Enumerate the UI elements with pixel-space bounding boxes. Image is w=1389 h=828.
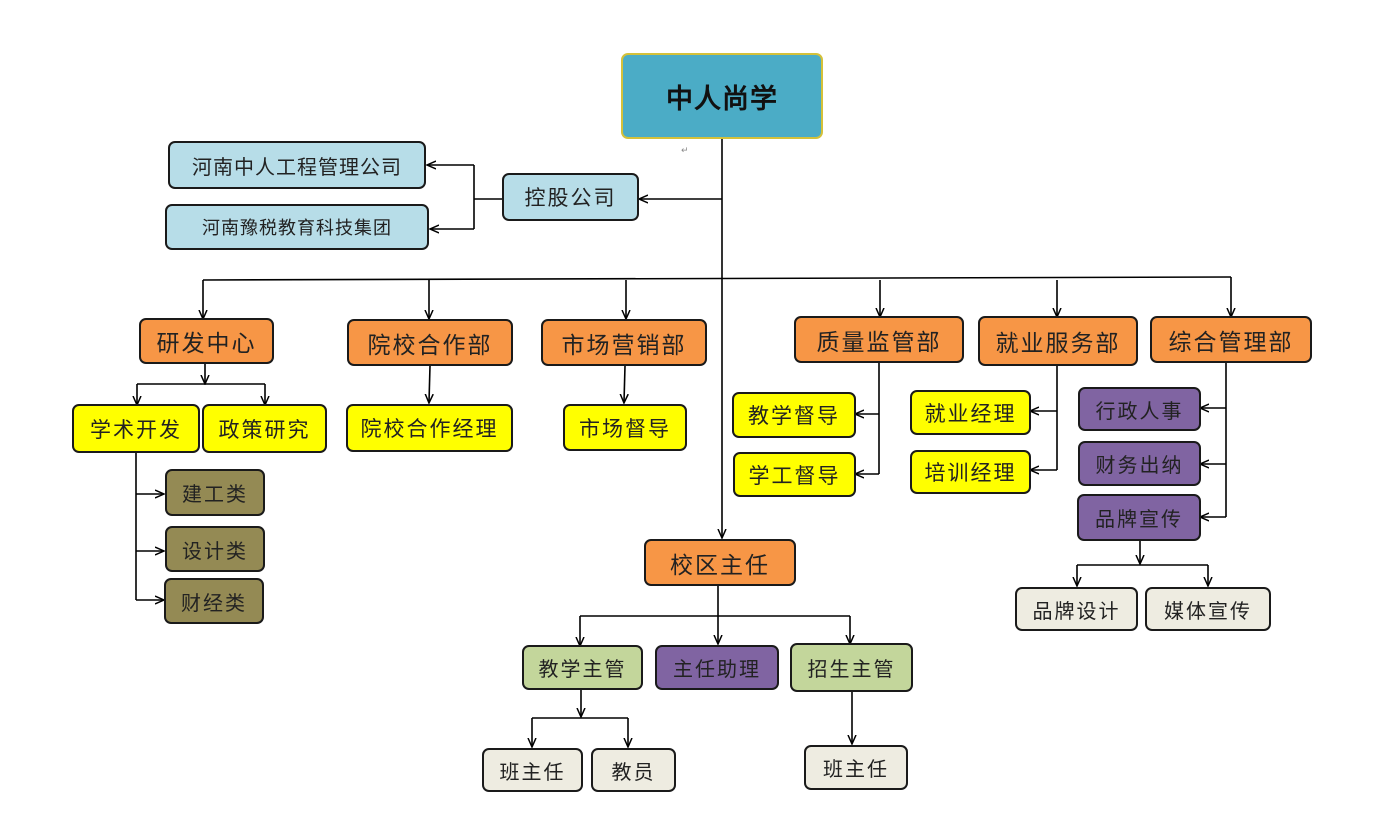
quality-student-supervisor: 学工督导 [733,452,856,497]
training-manager-label: 培训经理 [924,461,1017,485]
dept-marketing-label: 市场营销部 [561,332,687,359]
quality-teaching-supervisor: 教学督导 [732,392,856,438]
enrollment-manager-label: 招生主管 [807,657,896,681]
company-label-1: 河南中人工程管理公司 [192,154,402,179]
teaching-instructor: 教员 [591,748,676,792]
rd-academic: 学术开发 [72,404,200,453]
teaching-class-teacher: 班主任 [482,748,583,792]
brand-design: 品牌设计 [1015,587,1138,631]
general-hr: 行政人事 [1078,387,1201,431]
company-node-1: 河南中人工程管理公司 [168,141,426,189]
general-hr-label: 行政人事 [1095,398,1184,423]
company-node-2: 河南豫税教育科技集团 [165,204,429,250]
teaching-instructor-label: 教员 [611,759,656,784]
media-promotion: 媒体宣传 [1145,587,1271,631]
rd-category-1-label: 建工类 [182,482,248,506]
quality-student-label: 学工督导 [748,463,841,488]
director-assistant-label: 主任助理 [673,657,761,681]
enrollment-class-teacher: 班主任 [804,745,908,790]
dept-rd: 研发中心 [139,318,274,364]
school-coop-manager-label: 院校合作经理 [360,417,499,441]
enrollment-manager: 招生主管 [790,643,913,692]
rd-category-2-label: 设计类 [182,538,248,563]
rd-category-3: 财经类 [164,578,264,624]
root-label: 中人尚学 [666,83,778,115]
rd-category-3-label: 财经类 [181,590,247,615]
dept-marketing: 市场营销部 [541,319,707,366]
holding-label: 控股公司 [524,186,617,210]
rd-category-2: 设计类 [165,526,265,572]
campus-director-label: 校区主任 [670,552,770,579]
employment-manager-label: 就业经理 [924,401,1017,426]
dept-school-coop: 院校合作部 [347,319,513,366]
teaching-manager-label: 教学主管 [538,657,627,681]
brand-design-label: 品牌设计 [1032,598,1121,623]
dept-employment: 就业服务部 [978,316,1138,366]
dept-general-label: 综合管理部 [1168,329,1294,356]
holding-company-node: 控股公司 [502,173,639,221]
rd-policy-label: 政策研究 [218,417,311,442]
teaching-manager: 教学主管 [522,645,643,690]
dept-general: 综合管理部 [1150,316,1312,363]
rd-policy: 政策研究 [202,404,327,453]
employment-manager: 就业经理 [910,390,1031,435]
director-assistant: 主任助理 [655,645,779,690]
teaching-class-teacher-label: 班主任 [499,759,566,784]
general-finance: 财务出纳 [1078,441,1201,486]
marketing-supervisor-label: 市场督导 [579,416,671,441]
media-promotion-label: 媒体宣传 [1164,598,1252,623]
marketing-supervisor: 市场督导 [563,404,687,451]
root-node: 中人尚学 [621,53,823,139]
general-brand-label: 品牌宣传 [1095,507,1183,531]
enrollment-class-teacher-label: 班主任 [823,757,889,781]
dept-school-coop-label: 院校合作部 [367,332,493,359]
dept-employment-label: 就业服务部 [995,331,1121,357]
paragraph-mark: ↵ [681,146,689,156]
campus-director: 校区主任 [644,539,796,586]
school-coop-manager: 院校合作经理 [346,404,513,452]
training-manager: 培训经理 [910,450,1031,494]
quality-teaching-label: 教学督导 [748,404,840,428]
dept-rd-label: 研发中心 [156,331,257,357]
dept-quality: 质量监管部 [794,316,964,363]
dept-quality-label: 质量监管部 [816,329,942,356]
rd-category-1: 建工类 [165,469,265,516]
company-label-2: 河南豫税教育科技集团 [202,218,392,239]
general-brand: 品牌宣传 [1077,494,1201,541]
rd-academic-label: 学术开发 [90,417,182,442]
general-finance-label: 财务出纳 [1095,453,1184,477]
